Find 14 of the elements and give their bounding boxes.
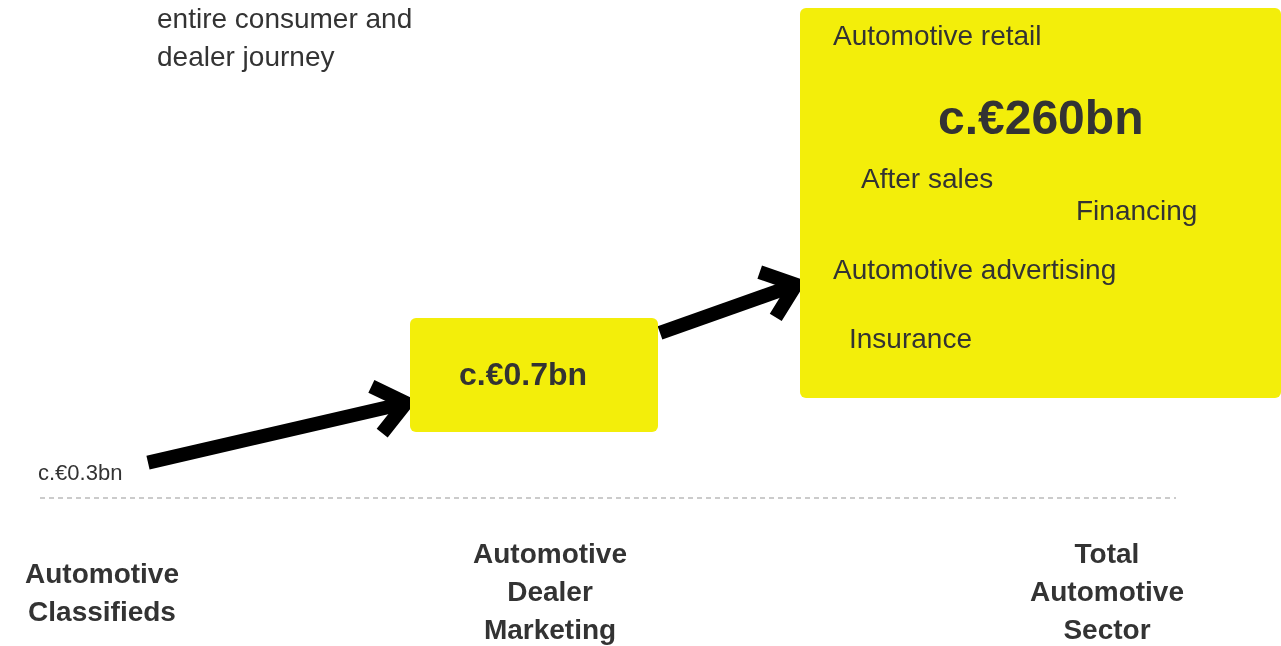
item-label: Automotive advertising [833,254,1117,287]
item-label: Financing [1076,195,1198,228]
value-text: c.€0.3bn [38,460,123,486]
category-label: Total Automotive Sector [1029,537,1185,646]
item-label: After sales [861,163,994,196]
category-label: Automotive Classifieds [24,557,180,629]
highlighted-area [800,8,1281,398]
value-text: c.€0.7bn [459,356,588,393]
highlighted-area [410,318,658,432]
category-label: Automotive Dealer Marketing [472,537,628,646]
item-label: Automotive retail [833,20,1042,53]
heading-text: entire consumer and dealer journey [157,2,414,74]
item-label: Insurance [849,323,972,356]
value-text: c.€260bn [938,90,1144,146]
